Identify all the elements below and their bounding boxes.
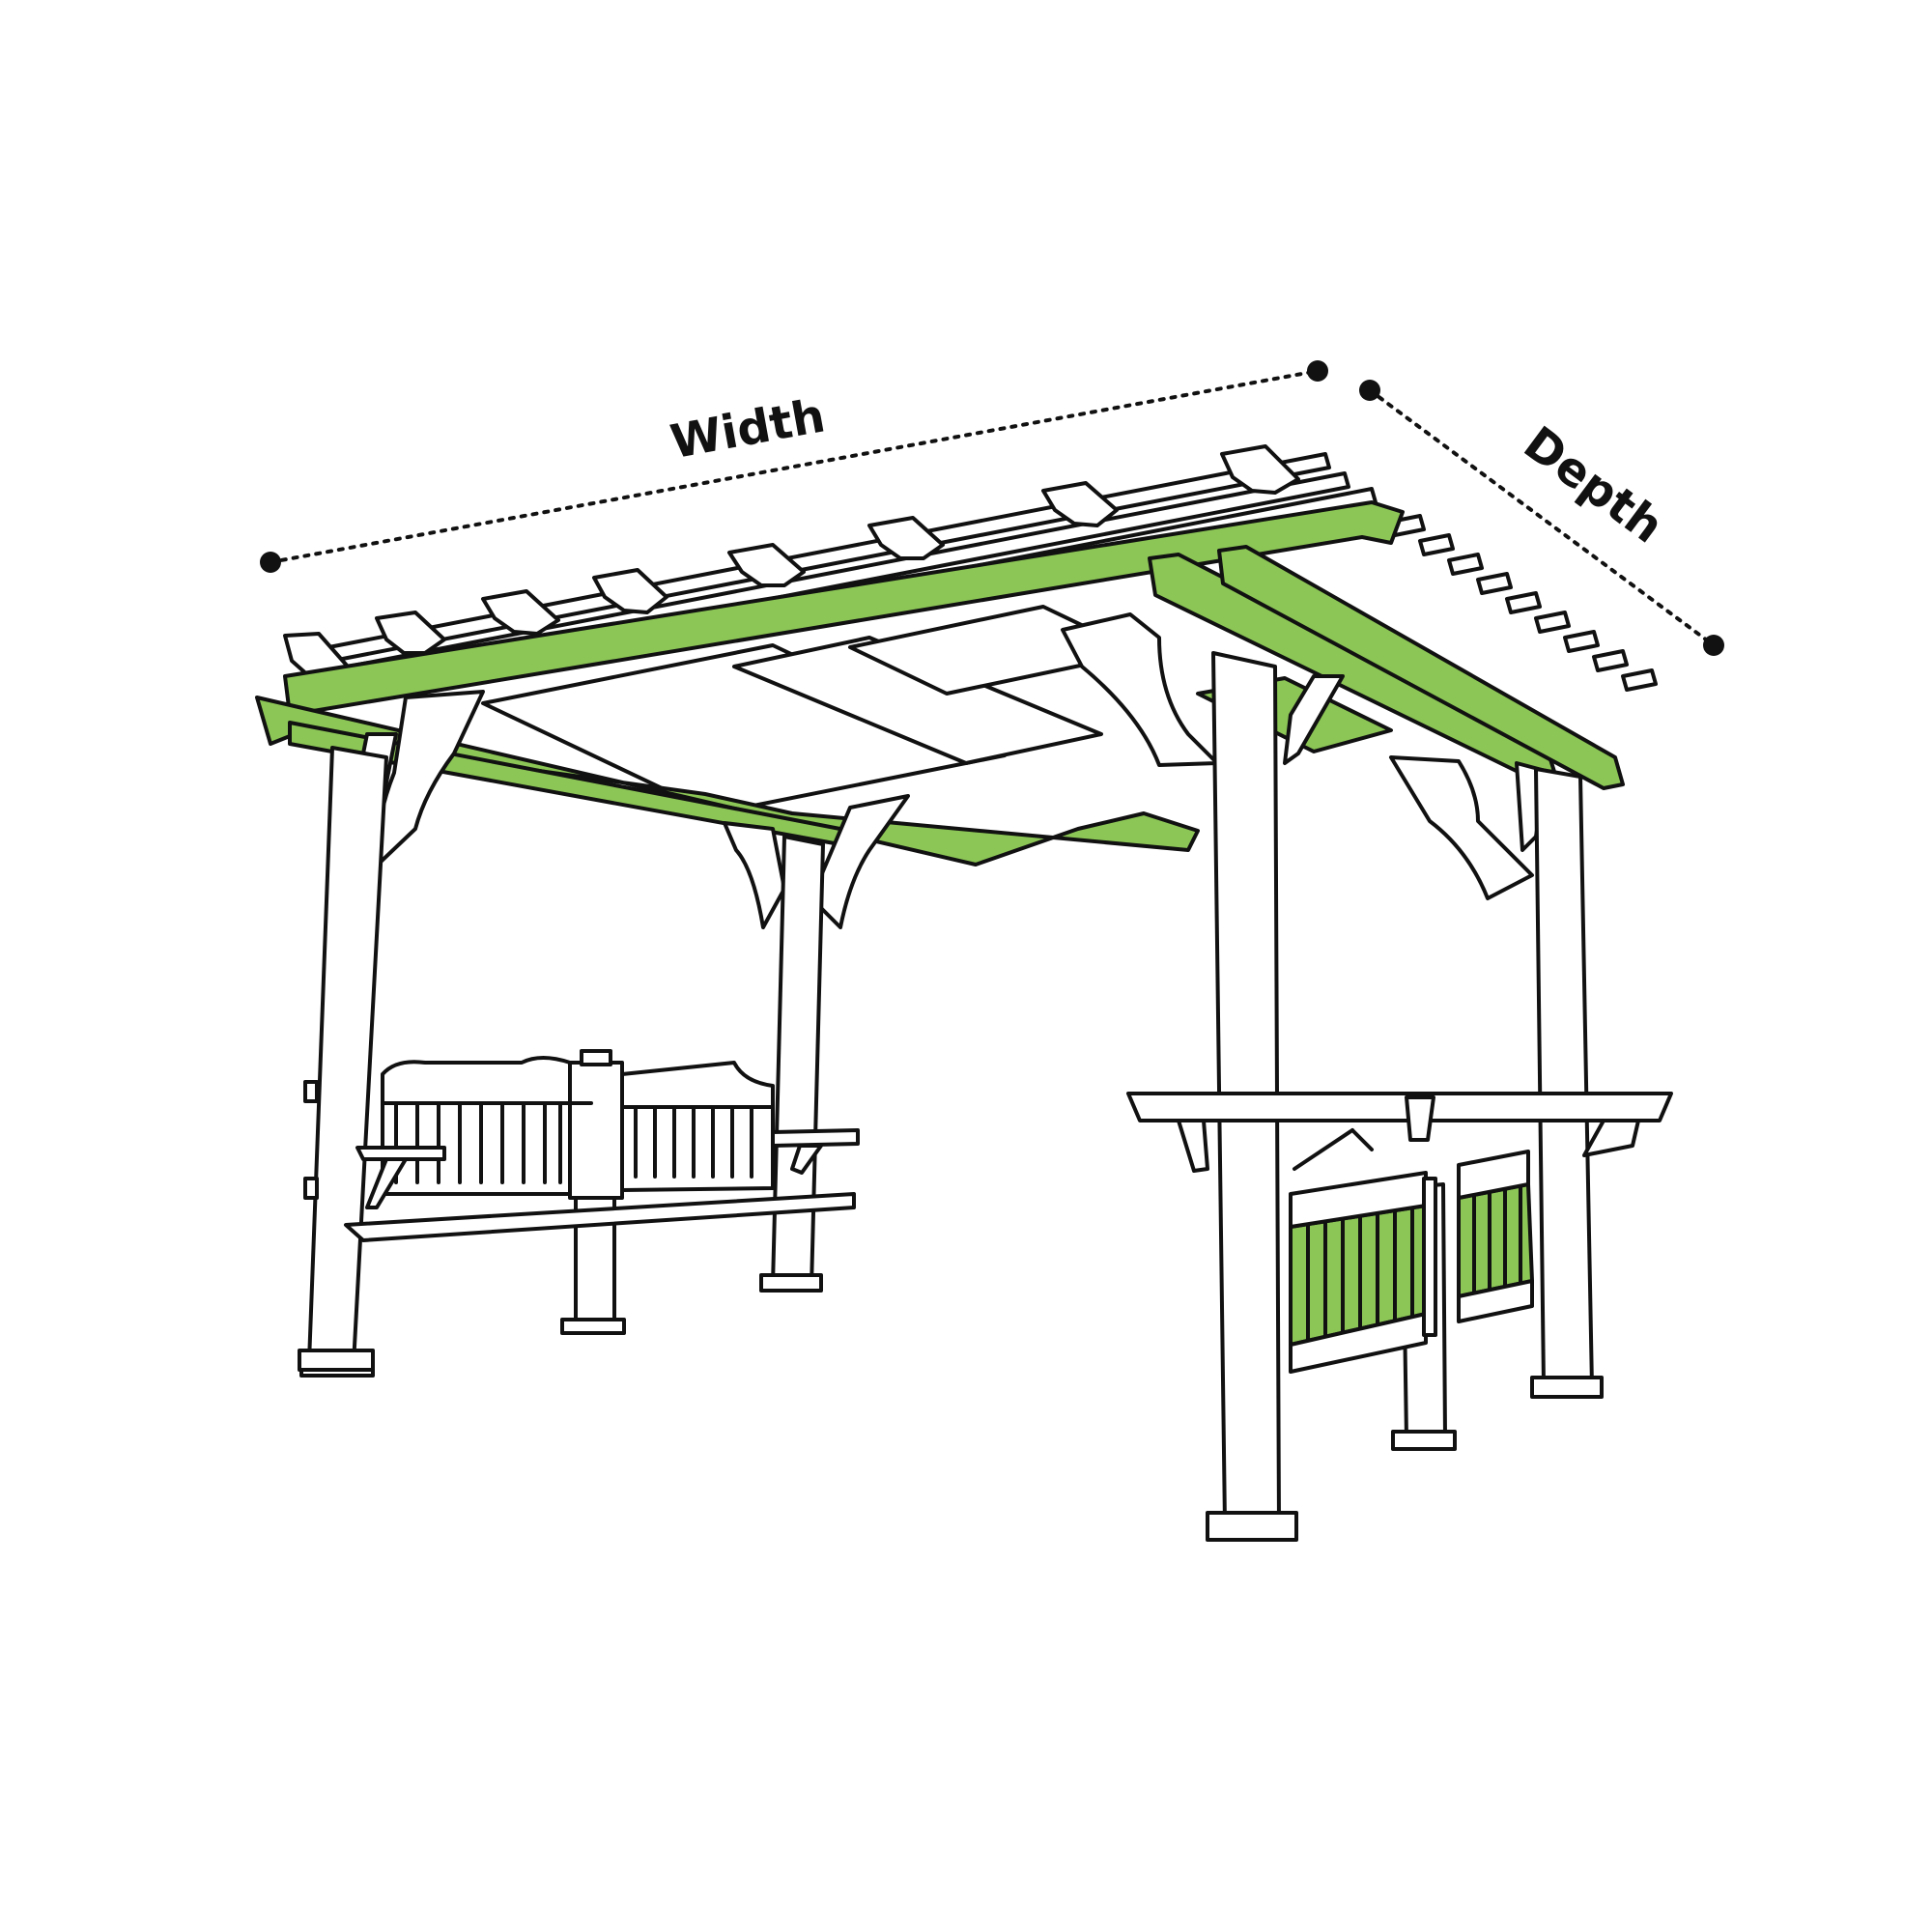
left-bench-slats	[394, 1101, 753, 1184]
right-depth-beam-back	[1217, 545, 1625, 790]
left-bench-seat	[344, 1192, 856, 1242]
left-bench	[303, 1049, 860, 1242]
width-label: Width	[667, 388, 829, 469]
right-bar	[1126, 1092, 1673, 1374]
bar-top	[1126, 1092, 1673, 1122]
width-start-dot	[260, 552, 281, 573]
front-top-beam	[255, 696, 1200, 867]
depth-label: Depth	[1514, 416, 1673, 554]
depth-dotted-line	[1368, 388, 1716, 647]
depth-start-dot	[1359, 380, 1380, 401]
right-back-post	[1534, 767, 1594, 1389]
posts	[298, 651, 1604, 1542]
width-dotted-line	[269, 369, 1320, 564]
depth-end-dot	[1703, 635, 1724, 656]
left-front-post	[307, 746, 388, 1366]
bar-slats	[1306, 1184, 1522, 1343]
right-front-post	[1211, 651, 1281, 1528]
left-back-post	[771, 835, 825, 1289]
width-end-dot	[1307, 360, 1328, 382]
